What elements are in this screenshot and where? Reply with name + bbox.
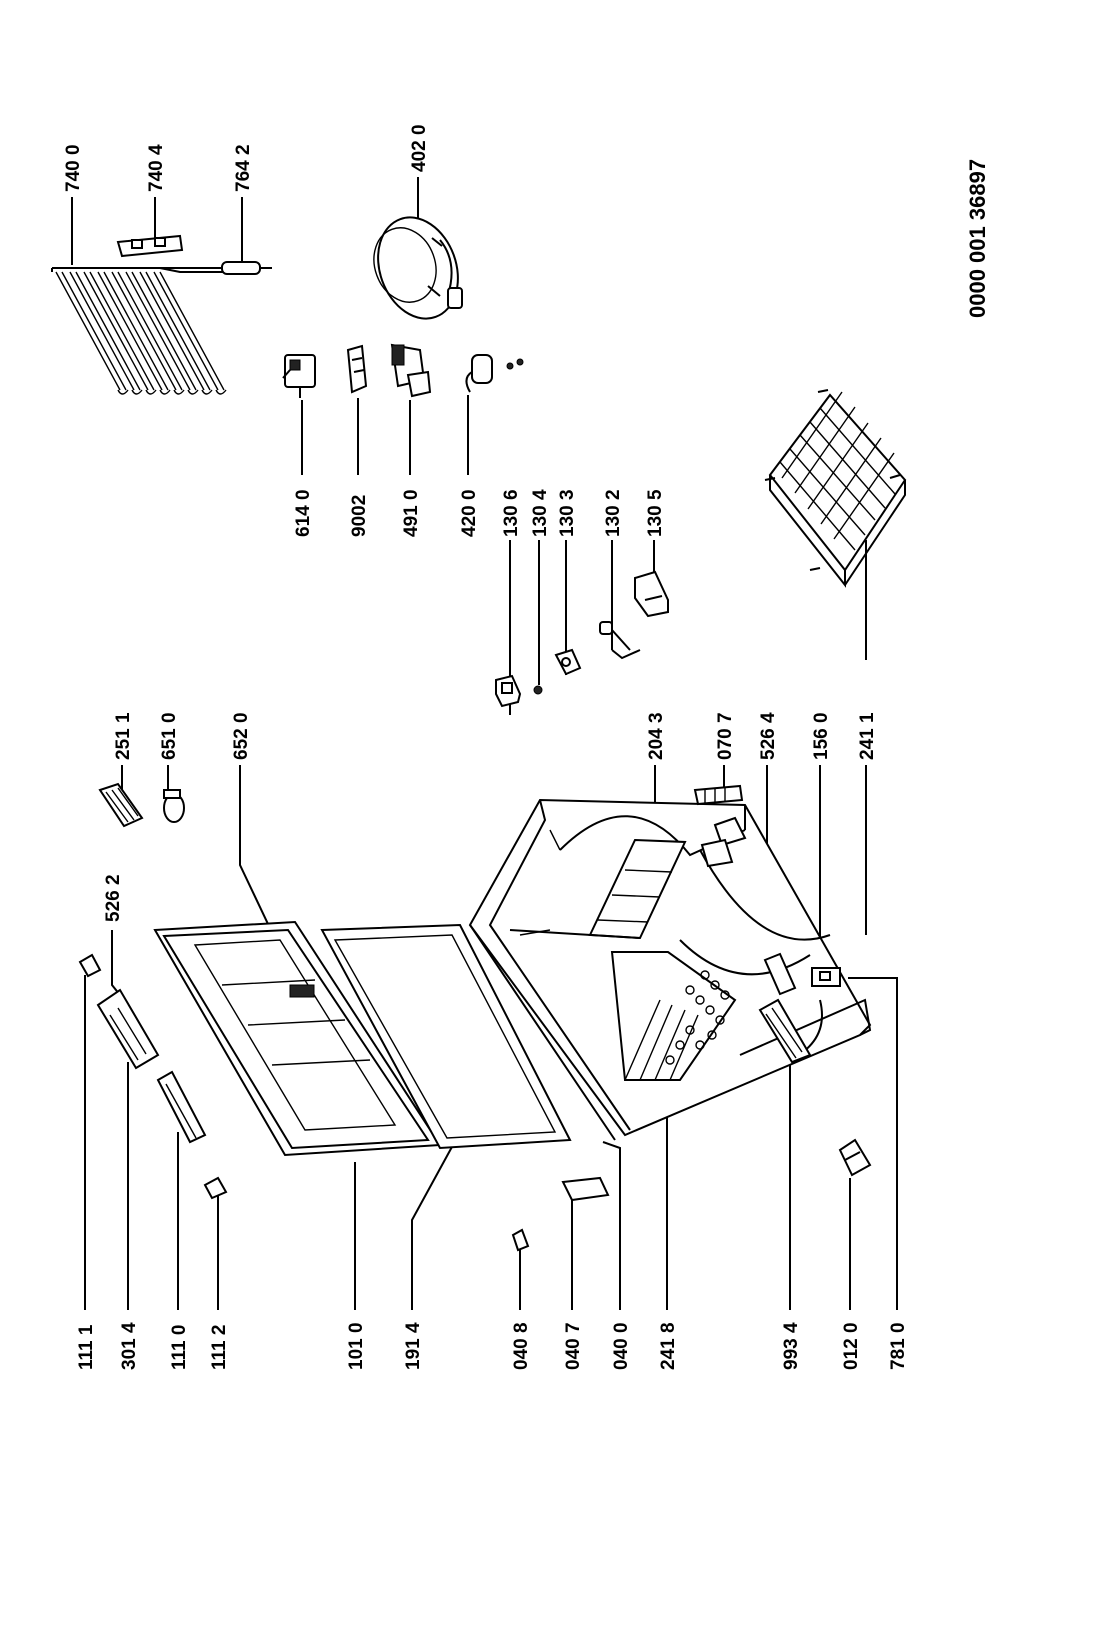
label-111-2: 111 2 xyxy=(209,1325,230,1370)
cabinet-small-parts xyxy=(511,1138,872,1252)
label-130-4: 130 4 xyxy=(530,489,551,537)
vent-grilles xyxy=(693,784,812,1064)
label-420-0: 420 0 xyxy=(459,489,480,537)
light-cover xyxy=(98,782,144,828)
document-number: 0000 001 36897 xyxy=(965,159,990,318)
label-301-4: 301 4 xyxy=(119,1322,140,1370)
label-191-4: 191 4 xyxy=(403,1322,424,1370)
label-111-0: 111 0 xyxy=(169,1325,190,1370)
lid-handle-parts xyxy=(78,953,228,1200)
lid-gasket xyxy=(320,923,572,1150)
drier-filter xyxy=(210,261,272,275)
coil-bracket xyxy=(116,234,184,258)
label-111-1: 111 1 xyxy=(76,1324,97,1370)
label-740-4: 740 4 xyxy=(146,144,167,192)
part-labels: 740 0 740 4 764 2 402 0 614 0 9002 491 0… xyxy=(63,124,990,1370)
starter-relay xyxy=(282,354,316,398)
label-652-0: 652 0 xyxy=(231,712,252,760)
label-491-0: 491 0 xyxy=(401,489,422,537)
label-130-3: 130 3 xyxy=(557,489,578,537)
label-402-0: 402 0 xyxy=(409,124,430,172)
label-012-0: 012 0 xyxy=(841,1322,862,1370)
label-040-0: 040 0 xyxy=(611,1322,632,1370)
label-614-0: 614 0 xyxy=(293,489,314,537)
label-781-0: 781 0 xyxy=(888,1322,909,1370)
overload-protector xyxy=(346,344,368,394)
label-156-0: 156 0 xyxy=(811,712,832,760)
label-070-7: 070 7 xyxy=(715,712,736,760)
hinge-components xyxy=(495,570,669,708)
label-241-8: 241 8 xyxy=(658,1322,679,1370)
wire-basket xyxy=(764,389,907,588)
label-651-0: 651 0 xyxy=(159,712,180,760)
label-040-8: 040 8 xyxy=(511,1322,532,1370)
capacitor xyxy=(465,354,524,393)
condenser-coil xyxy=(51,267,230,395)
label-764-2: 764 2 xyxy=(233,144,254,192)
label-9002: 9002 xyxy=(349,495,370,537)
label-993-4: 993 4 xyxy=(781,1322,802,1370)
freezer-lid xyxy=(153,920,442,1157)
thermostat xyxy=(390,343,432,398)
label-526-4: 526 4 xyxy=(758,712,779,760)
label-130-6: 130 6 xyxy=(501,489,522,537)
label-251-1: 251 1 xyxy=(113,712,134,760)
label-204-3: 204 3 xyxy=(646,712,667,760)
label-130-5: 130 5 xyxy=(645,489,666,537)
label-040-7: 040 7 xyxy=(563,1322,584,1370)
cabinet-hinges xyxy=(700,816,747,868)
label-241-1: 241 1 xyxy=(857,712,878,760)
label-526-2: 526 2 xyxy=(103,874,124,922)
label-130-2: 130 2 xyxy=(603,489,624,537)
cabinet-fittings xyxy=(811,967,841,987)
light-bulb xyxy=(163,789,185,823)
inner-basket xyxy=(610,951,737,1081)
label-740-0: 740 0 xyxy=(63,144,84,192)
compressor xyxy=(373,216,463,320)
divider-shelf xyxy=(509,838,687,940)
label-101-0: 101 0 xyxy=(346,1322,367,1370)
